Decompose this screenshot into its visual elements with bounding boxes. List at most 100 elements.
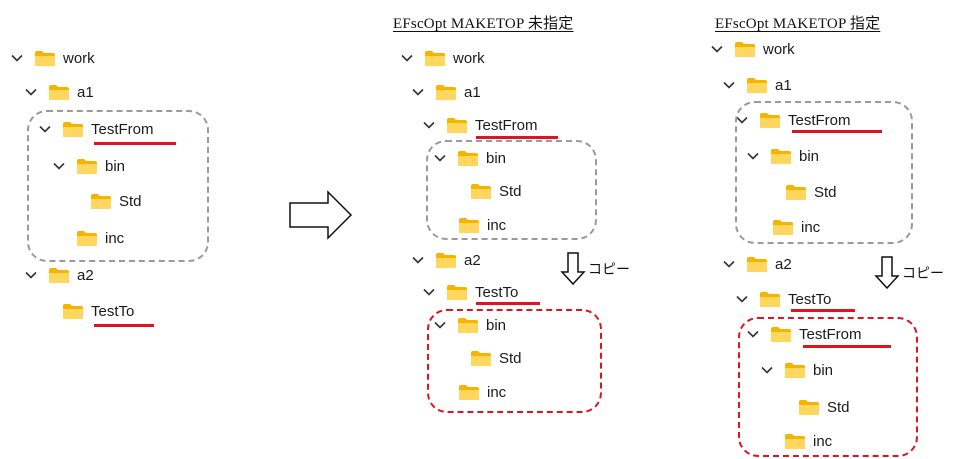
tree-item-inc[interactable]: inc (760, 429, 832, 453)
tree-item-label: inc (487, 216, 507, 234)
tree-item-testfrom[interactable]: TestFrom (38, 117, 154, 141)
folder-icon (470, 183, 492, 200)
tree-item-label: bin (813, 361, 834, 379)
tree-item-label: bin (486, 149, 507, 167)
folder-icon (785, 184, 807, 201)
tree-item-work[interactable]: work (710, 37, 795, 61)
tree-item-a1[interactable]: a1 (411, 80, 481, 104)
tree-item-a1[interactable]: a1 (722, 73, 792, 97)
tree-item-std[interactable]: Std (446, 179, 522, 203)
folder-icon (424, 50, 446, 67)
chevron-down-icon[interactable] (746, 149, 760, 163)
folder-icon (770, 326, 792, 343)
folder-icon (458, 217, 480, 234)
tree-item-label: Std (814, 183, 837, 201)
folder-icon (746, 77, 768, 94)
tree-item-label: bin (105, 157, 126, 175)
folder-icon (90, 193, 112, 210)
tree-item-a1[interactable]: a1 (24, 80, 94, 104)
folder-icon (784, 433, 806, 450)
chevron-down-icon[interactable] (10, 51, 24, 65)
copy-indicator: コピー (874, 256, 944, 290)
chevron-down-icon[interactable] (422, 118, 436, 132)
folder-icon (470, 350, 492, 367)
tree-item-label: work (763, 40, 795, 58)
folder-icon (48, 267, 70, 284)
chevron-down-icon[interactable] (722, 78, 736, 92)
tree-item-std[interactable]: Std (446, 346, 522, 370)
tree-item-label: Std (119, 192, 142, 210)
tree-item-inc[interactable]: inc (52, 226, 124, 250)
folder-icon (457, 317, 479, 334)
tree-item-work[interactable]: work (400, 46, 485, 70)
folder-icon (446, 117, 468, 134)
tree-item-work[interactable]: work (10, 46, 95, 70)
tree-item-inc[interactable]: inc (434, 380, 506, 404)
folder-icon (34, 50, 56, 67)
tree-item-label: a2 (775, 255, 792, 273)
folder-icon (435, 84, 457, 101)
folder-icon (458, 384, 480, 401)
tree-item-testto[interactable]: TestTo (422, 280, 518, 304)
tree-item-label: TestFrom (799, 325, 862, 343)
copy-label: コピー (588, 262, 630, 278)
tree-item-bin[interactable]: bin (746, 144, 819, 168)
tree-item-label: Std (499, 349, 522, 367)
folder-icon (734, 41, 756, 58)
tree-item-label: bin (486, 316, 507, 334)
dashed-group-gray (426, 140, 597, 240)
tree-item-a2[interactable]: a2 (24, 263, 94, 287)
down-arrow-icon (874, 256, 900, 290)
highlight-underline (803, 345, 891, 348)
tree-item-label: inc (487, 383, 507, 401)
chevron-down-icon[interactable] (24, 268, 38, 282)
tree-item-std[interactable]: Std (774, 395, 850, 419)
tree-item-inc[interactable]: inc (748, 215, 820, 239)
tree-item-label: a1 (775, 76, 792, 94)
tree-item-a2[interactable]: a2 (722, 252, 792, 276)
dashed-group-gray (27, 110, 209, 262)
middle-title: EFscOpt MAKETOP 未指定 (393, 16, 574, 32)
chevron-down-icon[interactable] (735, 292, 749, 306)
tree-item-bin[interactable]: bin (760, 358, 833, 382)
folder-icon (770, 148, 792, 165)
tree-item-label: a2 (77, 266, 94, 284)
dashed-group-red (427, 309, 602, 413)
tree-item-label: Std (827, 398, 850, 416)
chevron-down-icon[interactable] (411, 253, 425, 267)
tree-item-testfrom[interactable]: TestFrom (422, 113, 538, 137)
folder-icon (62, 121, 84, 138)
tree-item-std[interactable]: Std (66, 189, 142, 213)
tree-item-testfrom[interactable]: TestFrom (735, 108, 851, 132)
dashed-group-red (738, 317, 918, 457)
tree-item-bin[interactable]: bin (433, 146, 506, 170)
tree-item-testto[interactable]: TestTo (735, 287, 831, 311)
right-title: EFscOpt MAKETOP 指定 (715, 16, 881, 32)
tree-item-bin[interactable]: bin (52, 154, 125, 178)
tree-item-label: inc (801, 218, 821, 236)
chevron-down-icon[interactable] (400, 51, 414, 65)
tree-item-label: Std (499, 182, 522, 200)
folder-icon (746, 256, 768, 273)
chevron-down-icon[interactable] (710, 42, 724, 56)
chevron-down-icon[interactable] (24, 85, 38, 99)
chevron-down-icon[interactable] (422, 285, 436, 299)
tree-item-inc[interactable]: inc (434, 213, 506, 237)
folder-icon (76, 158, 98, 175)
chevron-down-icon[interactable] (722, 257, 736, 271)
folder-icon (435, 252, 457, 269)
highlight-underline (476, 302, 540, 305)
chevron-down-icon[interactable] (52, 159, 66, 173)
folder-icon (798, 399, 820, 416)
tree-item-label: a1 (77, 83, 94, 101)
folder-icon (446, 284, 468, 301)
tree-item-testto[interactable]: TestTo (38, 299, 134, 323)
tree-item-std[interactable]: Std (761, 180, 837, 204)
tree-item-a2[interactable]: a2 (411, 248, 481, 272)
chevron-down-icon[interactable] (760, 363, 774, 377)
highlight-underline (94, 324, 154, 327)
tree-item-label: inc (105, 229, 125, 247)
tree-item-label: TestTo (788, 290, 832, 308)
chevron-down-icon[interactable] (411, 85, 425, 99)
folder-icon (759, 291, 781, 308)
